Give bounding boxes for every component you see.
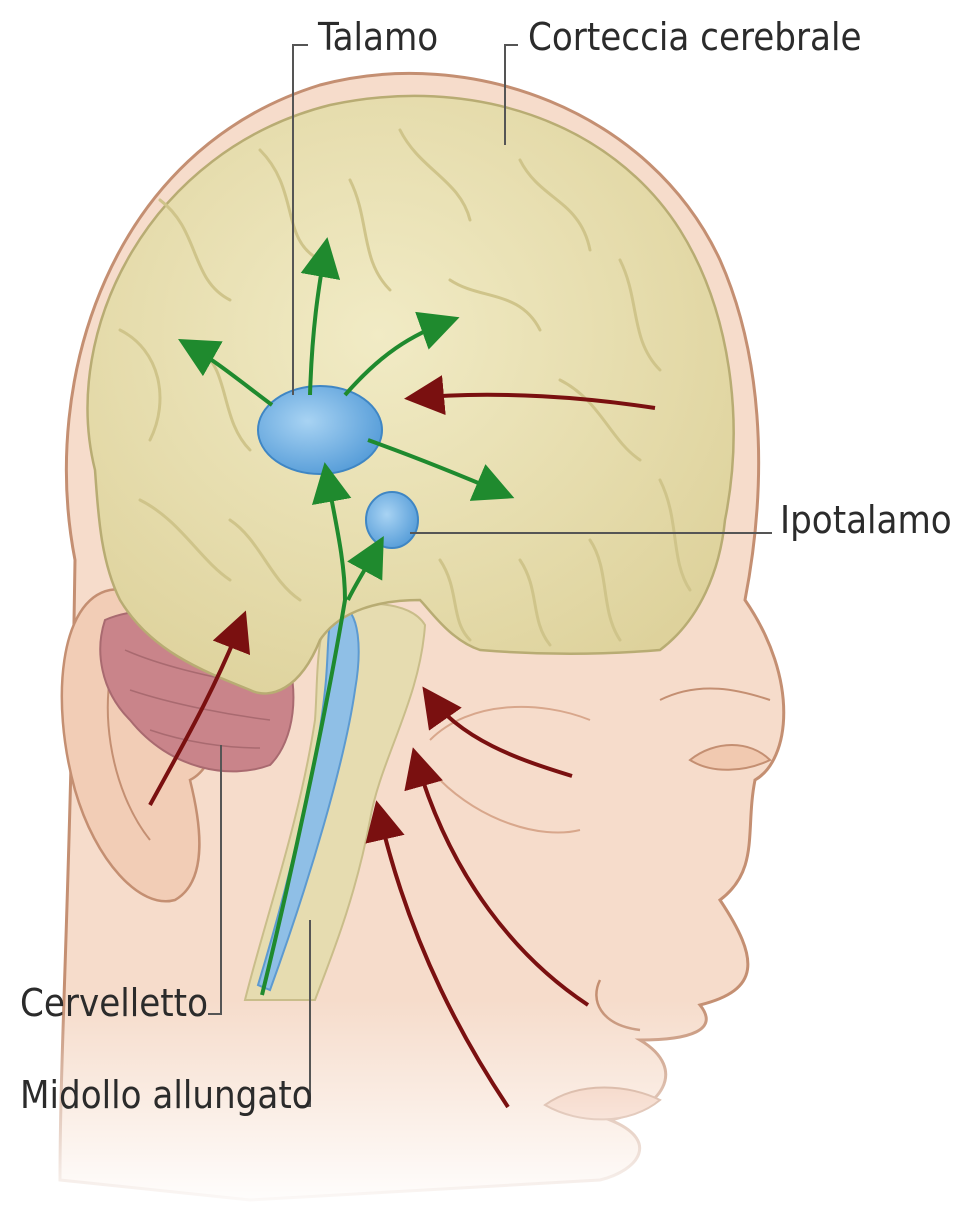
label-corteccia-cerebrale: Corteccia cerebrale	[528, 15, 862, 59]
label-midollo-allungato: Midollo allungato	[20, 1073, 313, 1117]
label-cervelletto: Cervelletto	[20, 981, 208, 1025]
thalamus	[258, 386, 382, 474]
label-ipotalamo: Ipotalamo	[780, 498, 952, 542]
label-talamo: Talamo	[317, 15, 438, 59]
hypothalamus	[366, 492, 418, 548]
